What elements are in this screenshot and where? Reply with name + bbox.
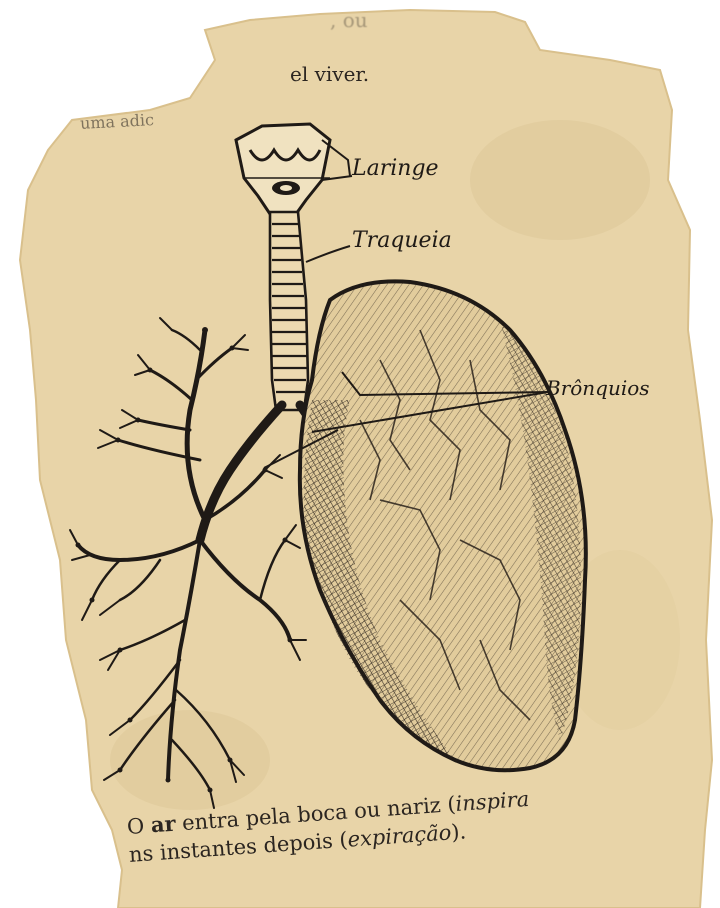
caption-line-1-start: O <box>126 813 152 839</box>
caption-line-2-end: ). <box>450 819 467 844</box>
label-laringe: Laringe <box>352 156 439 181</box>
caption-word-ar: ar <box>150 811 176 838</box>
caption-line-1-italic: inspira <box>455 787 530 816</box>
text-fragment-viver: el viver. <box>290 62 369 86</box>
label-bronquios: Brônquios <box>546 376 650 400</box>
torn-top-text: , ou <box>330 8 368 32</box>
label-traqueia: Traqueia <box>352 228 452 253</box>
faded-text-fragment: uma adic <box>80 110 155 133</box>
